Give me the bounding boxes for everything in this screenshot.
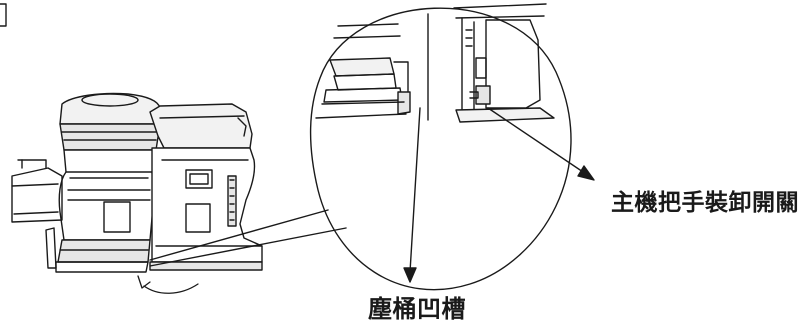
dustbin-groove-label: 塵桶凹槽 — [368, 295, 466, 323]
zoom-link-line — [149, 209, 329, 261]
zoom-circle — [309, 7, 572, 291]
leader-line-release — [487, 107, 593, 179]
vacuum-body — [11, 92, 263, 273]
front-inlet — [11, 159, 63, 223]
handle-release-switch-label: 主機把手裝卸開關 — [611, 190, 799, 216]
arrowhead — [403, 267, 417, 283]
zoom-link-line — [149, 227, 347, 267]
corner-fragment — [0, 3, 7, 27]
leader-line-dustbin — [409, 107, 421, 273]
handle-housing — [149, 103, 263, 271]
dust-cup — [45, 92, 161, 273]
rotate-arrow-icon — [143, 283, 199, 294]
arrowhead — [577, 165, 595, 181]
zoom-detail — [309, 3, 572, 291]
